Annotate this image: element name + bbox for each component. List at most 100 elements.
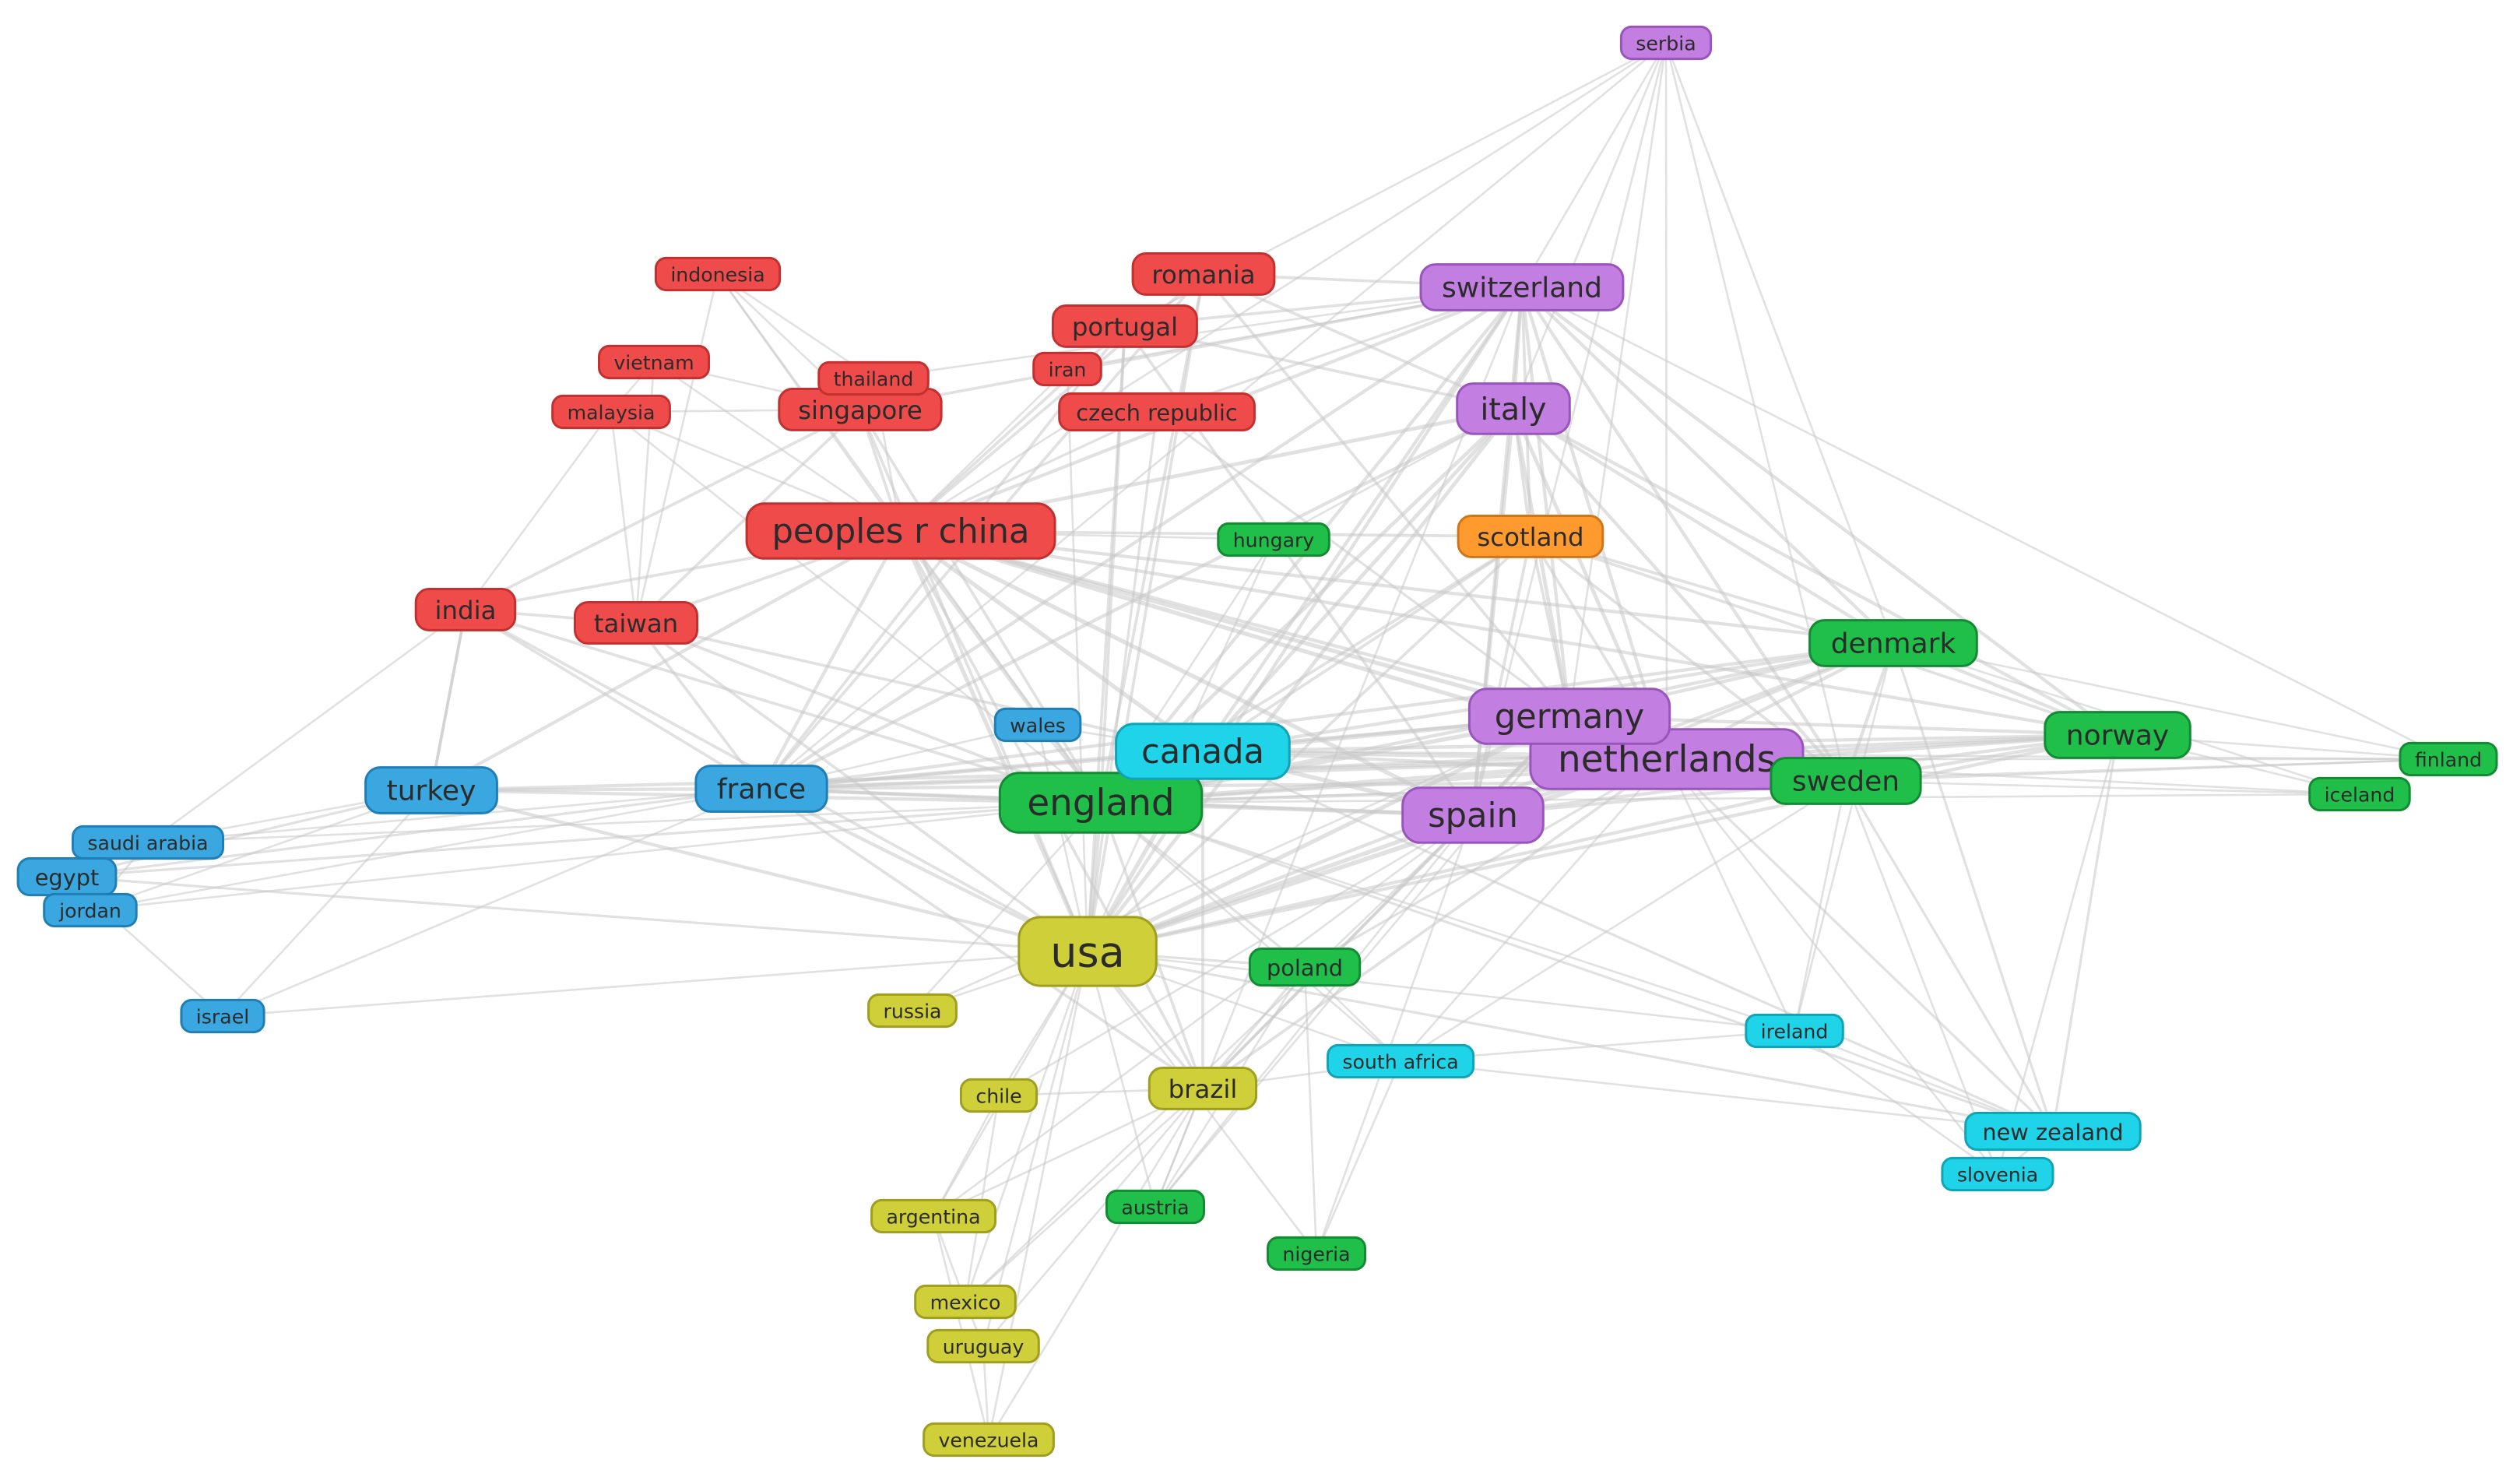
node-iceland[interactable]: iceland (2308, 776, 2411, 812)
node-serbia[interactable]: serbia (1619, 25, 1713, 61)
node-venezuela[interactable]: venezuela (923, 1422, 1055, 1458)
edge-england-egypt (66, 801, 1102, 878)
node-iran[interactable]: iran (1032, 351, 1102, 387)
node-indonesia[interactable]: indonesia (654, 256, 782, 292)
node-label-brazil: brazil (1169, 1074, 1238, 1104)
edge-taiwan-indonesia (634, 273, 719, 624)
node-czech-republic[interactable]: czech republic (1058, 392, 1256, 432)
edge-spain-argentina (933, 814, 1474, 1218)
node-label-austria: austria (1121, 1197, 1189, 1219)
node-label-taiwan: taiwan (594, 609, 678, 638)
node-peoples-r-china[interactable]: peoples r china (745, 502, 1056, 560)
node-label-poland: poland (1267, 955, 1343, 981)
node-hungary[interactable]: hungary (1217, 522, 1330, 557)
node-wales[interactable]: wales (993, 707, 1082, 743)
node-label-slovenia: slovenia (1957, 1164, 2038, 1187)
node-box-wales (993, 707, 1082, 743)
edge-usa-norway (1087, 733, 2118, 954)
node-uruguay[interactable]: uruguay (926, 1328, 1040, 1364)
edge-usa-austria (1086, 951, 1157, 1208)
node-label-turkey: turkey (387, 775, 476, 807)
node-label-peoples-r-china: peoples r china (771, 512, 1029, 551)
edge-spain-nigeria (1315, 814, 1474, 1254)
edge-canada-scotland (1201, 535, 1532, 753)
edge-ireland-slovenia (1794, 1029, 1998, 1176)
node-box-argentina (870, 1198, 996, 1234)
edge-usa-switzerland (1086, 286, 1524, 953)
edge-england-romania (1099, 273, 1205, 804)
node-spain[interactable]: spain (1401, 786, 1545, 844)
node-canada[interactable]: canada (1115, 723, 1291, 780)
node-label-russia: russia (884, 1000, 942, 1023)
node-box-vietnam (598, 344, 710, 380)
node-slovenia[interactable]: slovenia (1941, 1156, 2054, 1192)
node-south-africa[interactable]: south africa (1327, 1043, 1475, 1079)
node-switzerland[interactable]: switzerland (1419, 263, 1625, 311)
node-box-canada (1115, 723, 1291, 780)
node-austria[interactable]: austria (1105, 1189, 1205, 1225)
node-finland[interactable]: finland (2399, 741, 2498, 777)
node-box-czech-republic (1058, 392, 1256, 432)
edge-england-south-africa (1100, 802, 1401, 1062)
edge-italy-serbia (1512, 42, 1668, 410)
node-poland[interactable]: poland (1248, 948, 1362, 987)
node-box-hungary (1217, 522, 1330, 557)
node-jordan[interactable]: jordan (43, 892, 138, 928)
node-box-india (414, 588, 517, 631)
node-scotland[interactable]: scotland (1457, 515, 1604, 558)
node-germany[interactable]: germany (1467, 688, 1671, 745)
node-argentina[interactable]: argentina (870, 1198, 996, 1234)
edge-brazil-mexico (965, 1088, 1204, 1303)
node-label-iran: iran (1049, 359, 1087, 382)
node-usa[interactable]: usa (1017, 916, 1158, 987)
node-box-denmark (1808, 619, 1978, 667)
node-romania[interactable]: romania (1131, 252, 1276, 296)
edge-sweden-slovenia (1844, 780, 1999, 1175)
node-malaysia[interactable]: malaysia (551, 394, 671, 430)
node-thailand[interactable]: thailand (817, 360, 930, 396)
node-vietnam[interactable]: vietnam (598, 344, 710, 380)
edge-england-singapore (859, 409, 1102, 804)
node-box-germany (1467, 688, 1671, 745)
node-label-italy: italy (1480, 392, 1546, 427)
node-portugal[interactable]: portugal (1052, 304, 1198, 348)
node-saudi-arabia[interactable]: saudi arabia (72, 825, 224, 860)
node-mexico[interactable]: mexico (914, 1284, 1017, 1320)
edge-switzerland-france (760, 286, 1524, 790)
node-sweden[interactable]: sweden (1770, 757, 1922, 805)
node-england[interactable]: england (998, 772, 1204, 834)
edge-peoples-r-china-france (760, 529, 902, 790)
edge-spain-serbia (1471, 42, 1668, 816)
node-nigeria[interactable]: nigeria (1267, 1236, 1366, 1271)
node-denmark[interactable]: denmark (1808, 619, 1978, 667)
edge-argentina-venezuela (932, 1215, 990, 1440)
node-russia[interactable]: russia (867, 993, 958, 1029)
node-box-uruguay (926, 1328, 1040, 1364)
node-ireland[interactable]: ireland (1745, 1013, 1844, 1049)
node-label-england: england (1027, 782, 1174, 825)
node-italy[interactable]: italy (1456, 382, 1571, 435)
node-israel[interactable]: israel (180, 998, 265, 1034)
node-brazil[interactable]: brazil (1148, 1067, 1258, 1110)
node-chile[interactable]: chile (959, 1078, 1039, 1113)
node-india[interactable]: india (414, 588, 517, 631)
node-france[interactable]: france (694, 765, 828, 813)
node-egypt[interactable]: egypt (16, 857, 118, 897)
node-norway[interactable]: norway (2044, 711, 2191, 759)
edge-netherlands-slovenia (1665, 758, 1999, 1175)
node-box-mexico (914, 1284, 1017, 1320)
edge-england-jordan (90, 801, 1102, 912)
node-label-scotland: scotland (1477, 522, 1583, 552)
node-label-romania: romania (1151, 260, 1255, 290)
edge-usa-ireland (1087, 950, 1795, 1032)
node-turkey[interactable]: turkey (364, 766, 498, 814)
edge-france-norway (761, 733, 2118, 791)
node-taiwan[interactable]: taiwan (574, 601, 698, 645)
node-label-egypt: egypt (35, 864, 100, 891)
node-label-israel: israel (196, 1006, 249, 1029)
edge-south-africa-new-zealand (1400, 1060, 2054, 1133)
node-new-zealand[interactable]: new zealand (1964, 1112, 2142, 1152)
node-box-peoples-r-china (745, 502, 1056, 560)
edge-france-israel (222, 787, 762, 1018)
node-label-malaysia: malaysia (568, 402, 655, 424)
